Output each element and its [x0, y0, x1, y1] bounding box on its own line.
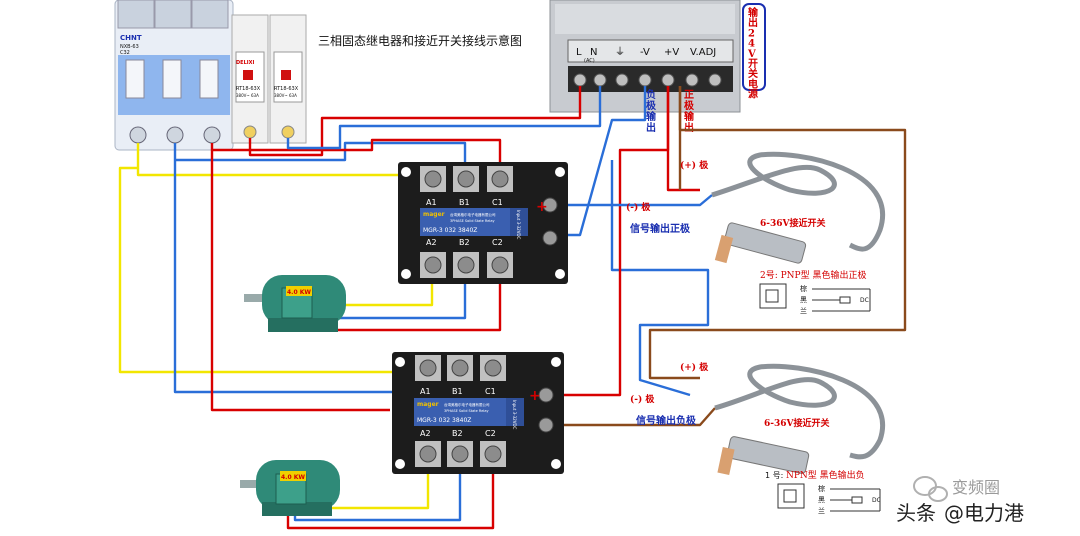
relay1-company: 台湾美格尔电子电器有限公司: [450, 212, 496, 217]
wire-psu-pos-2: [666, 86, 700, 192]
wire-yellow-2: [136, 168, 434, 177]
psu-terminal-n: N: [590, 47, 597, 58]
fuse-holder-group: DELIXI RT18-63X RT18-63X 380V~ 63A 380V~…: [231, 14, 307, 144]
motor-1: 4.0 KW: [244, 275, 346, 332]
wire-red-psu: [248, 86, 582, 157]
wires: [118, 86, 907, 530]
sensor1-wire-brown: 棕: [800, 284, 807, 293]
relay1-input: Input 3-32VDC: [516, 210, 521, 240]
wire-blue-2: [175, 141, 467, 168]
psu-terminal-negv: -V: [640, 47, 650, 58]
circuit-breaker-group: CHNT NXB-63 C32: [114, 0, 234, 151]
wire-psu-neg-2: [610, 160, 710, 397]
fuse-model-2: RT18-63X: [274, 86, 299, 92]
psu-terminal-l: L: [576, 47, 582, 58]
relay1-term-b1: B1: [459, 198, 470, 207]
wechat-icon: [913, 476, 948, 502]
sensor1-name: 6-36V接近开关: [760, 217, 826, 229]
sensor1-wire-black: 黑: [800, 296, 807, 304]
psu-ac-label: (AC): [584, 58, 595, 64]
wire-yellow-1: [118, 143, 395, 374]
psu-positive-label: 正极输出: [684, 89, 695, 134]
fuse-rating-2: 380V~ 63A: [274, 93, 297, 98]
relay2-model: MGR-3 032 3840Z: [417, 417, 471, 424]
relay2-term-c2: C2: [485, 429, 496, 438]
sensor2-wire-blue: 兰: [818, 506, 825, 515]
relay1-type: 3PHASE Solid State Relay: [450, 219, 495, 223]
fuse-model: RT18-63X: [236, 86, 261, 92]
wire-brown-3: [558, 407, 716, 427]
sensor1-plus-label: (+) 极: [680, 159, 709, 171]
wire-blue-1: [173, 143, 455, 394]
sensor1-minus-label: (-) 极: [626, 201, 651, 213]
motor2-plate: 4.0 KW: [281, 474, 305, 481]
sensor2-minus-label: (-) 极: [630, 393, 655, 405]
relay2-term-a2: A2: [420, 429, 431, 438]
sensor-1: (+) 极 (-) 极 信号输出正极 6-36V接近开关 2号: PNP型 黑色…: [626, 151, 885, 315]
svg-text:+: +: [536, 199, 548, 215]
relay1-term-c2: C2: [492, 238, 503, 247]
wire-red-2: [212, 138, 502, 168]
wire-blue-psu: [286, 86, 602, 150]
sensor1-signal-label: 信号输出正极: [630, 222, 691, 235]
relay1-term-b2: B2: [459, 238, 470, 247]
motor1-plate: 4.0 KW: [287, 289, 311, 296]
sensor2-wire-brown: 棕: [818, 484, 825, 493]
relay2-term-b1: B1: [452, 387, 463, 396]
psu-terminal-posv: +V: [664, 47, 679, 58]
relay2-company: 台湾美格尔电子电器有限公司: [444, 402, 490, 407]
fuse-rating: 380V~ 63A: [236, 93, 259, 98]
relay2-term-c1: C1: [485, 387, 496, 396]
psu-terminal-ground: ⏚: [615, 46, 625, 58]
relay2-input: Input 3-32VDC: [512, 400, 517, 430]
sensor2-type-prefix: 1 号:: [765, 471, 783, 480]
wire-motor1-blue: [300, 270, 467, 320]
breaker-rating: C32: [120, 50, 130, 56]
sensor2-plus-label: (+) 极: [680, 361, 709, 373]
sensor2-dc: DC: [872, 497, 881, 504]
relay1-term-a1: A1: [426, 198, 437, 207]
wire-red-1: [210, 143, 390, 412]
sensor2-signal-label: 信号输出负极: [636, 414, 697, 427]
relay1-term-c1: C1: [492, 198, 503, 207]
relay2-term-a1: A1: [420, 387, 431, 396]
relay1-model: MGR-3 032 3840Z: [423, 227, 477, 234]
psu-terminal-vadj: V.ADJ: [690, 47, 716, 58]
watermark-circle-text: 变频圈: [952, 478, 1000, 497]
watermark-handle: @电力港: [944, 501, 1024, 525]
relay2-type: 3PHASE Solid State Relay: [444, 409, 489, 413]
relay2-brand: mager: [417, 401, 439, 408]
relay1-term-a2: A2: [426, 238, 437, 247]
wire-psu-neg: [558, 86, 647, 237]
relay-2: A1 B1 C1 mager 台湾美格尔电子电器有限公司 3PHASE Soli…: [392, 352, 564, 474]
relay1-brand: mager: [423, 211, 445, 218]
svg-text:+: +: [529, 388, 541, 404]
watermark-platform: 头条: [896, 501, 936, 525]
sensor-2: (+) 极 (-) 极 信号输出负极 6-36V接近开关 NPN型 黑色输出负 …: [630, 361, 885, 515]
psu-negative-label: 负极输出: [646, 88, 657, 134]
sensor1-wire-blue: 兰: [800, 306, 807, 315]
sensor1-type-label: 2号: PNP型 黑色输出正极: [760, 269, 866, 281]
motor-2: 4.0 KW: [240, 460, 340, 516]
relay2-term-b2: B2: [452, 429, 463, 438]
fuse-brand: DELIXI: [236, 60, 254, 66]
sensor1-dc: DC: [860, 297, 869, 304]
watermark: 变频圈 头条 @电力港: [896, 476, 1024, 525]
breaker-brand: CHNT: [120, 34, 142, 42]
wire-sensor1-signal: [558, 194, 713, 207]
relay-1: A1 B1 C1 mager 台湾美格尔电子电器有限公司 3PHASE Soli…: [398, 162, 568, 284]
sensor2-type-label: NPN型 黑色输出负: [786, 469, 865, 481]
sensor2-wire-black: 黑: [818, 496, 825, 504]
breaker-model: NXB-63: [120, 44, 139, 50]
sensor2-name: 6-36V接近开关: [764, 417, 830, 429]
diagram-title: 三相固态继电器和接近开关接线示意图: [318, 33, 522, 48]
